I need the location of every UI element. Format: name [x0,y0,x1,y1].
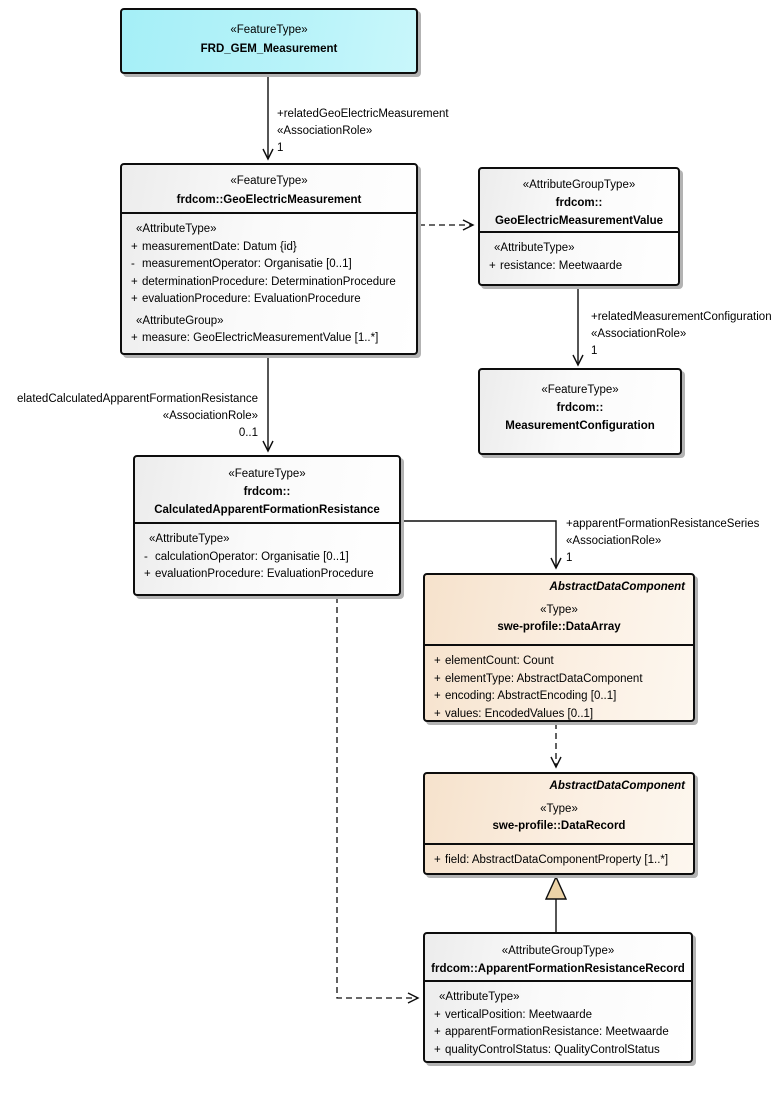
multiplicity-label: 1 [591,345,598,357]
class-name: frdcom:: [556,402,604,414]
class-name: frdcom::ApparentFormationResistanceRecor… [431,963,685,975]
class-name: swe-profile::DataArray [497,621,621,633]
abstract-parent-name: AbstractDataComponent [549,780,685,792]
attribute-stereotype: «AttributeType» [136,223,217,235]
role-label: +apparentFormationResistanceSeries [566,518,760,530]
class-box-geo-electric-measurement: «FeatureType» frdcom::GeoElectricMeasure… [120,163,418,355]
class-box-calculated-apparent-formation-resistance: «FeatureType» frdcom:: CalculatedApparen… [133,455,401,596]
class-name: FRD_GEM_Measurement [200,43,338,55]
class-box-apparent-formation-resistance-record: «AttributeGroupType» frdcom::ApparentFor… [423,932,693,1063]
connector-label-related-mconfig: +relatedMeasurementConfiguration «Associ… [591,309,772,360]
role-label: +relatedMeasurementConfiguration [591,311,772,323]
stereotype-label: «AssociationRole» [162,410,258,422]
attribute-row: +values: EncodedValues [0..1] [434,707,594,720]
attribute-stereotype: «AttributeType» [149,533,230,545]
role-label: elatedCalculatedApparentFormationResista… [16,393,258,405]
attribute-stereotype: «AttributeType» [439,991,520,1003]
class-stereotype: «Type» [540,803,578,815]
class-stereotype: «AttributeGroupType» [522,179,636,191]
attribute-row: +evaluationProcedure: EvaluationProcedur… [144,568,374,580]
attribute-row: -calculationOperator: Organisatie [0..1] [144,550,349,563]
attribute-row: +measure: GeoElectricMeasurementValue [1… [131,332,379,344]
class-stereotype: «FeatureType» [230,24,308,36]
multiplicity-label: 1 [566,552,573,564]
class-box-measurement-configuration: «FeatureType» frdcom:: MeasurementConfig… [478,368,682,455]
attribute-row: -measurementOperator: Organisatie [0..1] [131,258,352,270]
attribute-row: +elementType: AbstractDataComponent [434,672,643,685]
connector-label-related-calc: elatedCalculatedApparentFormationResista… [17,391,258,442]
association-afr-series [401,520,562,570]
attribute-row: +determinationProcedure: DeterminationPr… [131,275,396,288]
class-box-data-record: AbstractDataComponent «Type» swe-profile… [423,772,695,875]
multiplicity-label: 1 [277,142,284,154]
attribute-row: +resistance: Meetwaarde [489,259,623,272]
class-name: frdcom::GeoElectricMeasurement [176,194,362,206]
stereotype-label: «AssociationRole» [277,125,373,137]
stereotype-label: «AssociationRole» [566,535,662,547]
class-name: frdcom:: [555,197,603,209]
multiplicity-label: 0..1 [238,427,258,439]
attribute-row: +qualityControlStatus: QualityControlSta… [434,1043,660,1056]
class-name: MeasurementConfiguration [505,420,655,432]
attribute-row: +evaluationProcedure: EvaluationProcedur… [131,293,361,305]
class-name: GeoElectricMeasurementValue [494,215,664,227]
attribute-row: +elementCount: Count [434,655,554,667]
connector-label-related-gem: +relatedGeoElectricMeasurement «Associat… [277,106,449,157]
class-box-data-array: AbstractDataComponent «Type» swe-profile… [423,573,695,722]
attribute-stereotype: «AttributeType» [494,242,575,254]
attribute-row: +apparentFormationResistance: Meetwaarde [434,1026,669,1038]
attribute-row: +verticalPosition: Meetwaarde [434,1008,593,1021]
connector-label-afr-series: +apparentFormationResistanceSeries «Asso… [566,516,759,567]
attributes-compartment: «AttributeType» -calculationOperator: Or… [135,522,399,590]
class-name: CalculatedApparentFormationResistance [154,504,380,516]
class-stereotype: «FeatureType» [228,468,306,480]
attributes-compartment: +field: AbstractDataComponentProperty [1… [425,843,693,874]
class-box-geo-electric-measurement-value: «AttributeGroupType» frdcom:: GeoElectri… [478,167,680,286]
attribute-row: +field: AbstractDataComponentProperty [1… [434,854,669,866]
abstract-parent-name: AbstractDataComponent [549,581,685,593]
class-stereotype: «Type» [540,604,578,616]
attributes-compartment: +elementCount: Count +elementType: Abstr… [425,644,693,729]
stereotype-label: «AssociationRole» [591,328,687,340]
class-stereotype: «FeatureType» [541,384,619,396]
class-name: swe-profile::DataRecord [492,820,626,832]
attributes-compartment: «AttributeType» +resistance: Meetwaarde [480,231,678,281]
role-label: +relatedGeoElectricMeasurement [277,108,449,120]
attributes-compartment: «AttributeType» +measurementDate: Datum … [122,212,416,354]
attribute-stereotype: «AttributeGroup» [136,314,224,327]
class-stereotype: «FeatureType» [230,175,308,187]
class-box-frd-gem-measurement: «FeatureType» FRD_GEM_Measurement [120,8,418,74]
class-stereotype: «AttributeGroupType» [501,945,615,957]
generalization-triangle-icon [544,875,568,900]
attribute-row: +measurementDate: Datum {id} [131,240,297,253]
attribute-row: +encoding: AbstractEncoding [0..1] [434,690,617,702]
dependency-calc-to-afrrecord [336,597,420,1004]
class-name: frdcom:: [243,486,291,498]
attributes-compartment: «AttributeType» +verticalPosition: Meetw… [425,980,691,1065]
